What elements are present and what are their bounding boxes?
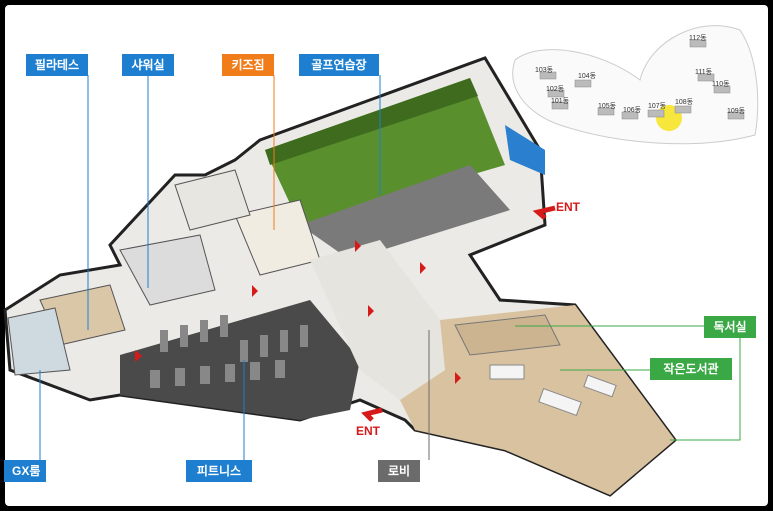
locker-room-floor <box>174 169 251 231</box>
minimap-label-104: 104동 <box>578 72 597 80</box>
minimap-label-102: 102동 <box>546 85 565 93</box>
label-pilates: 필라테스 <box>26 54 88 76</box>
label-reading-room: 독서실 <box>704 316 756 338</box>
gx-room-floor <box>7 307 71 376</box>
minimap-label-103: 103동 <box>535 66 554 74</box>
label-kids-gym: 키즈짐 <box>222 54 274 76</box>
label-golf: 골프연습장 <box>299 54 379 76</box>
golf-range-floor <box>265 78 505 225</box>
golf-range-backwall <box>265 78 478 165</box>
minimap-label-106: 106동 <box>623 106 642 114</box>
minimap-label-108: 108동 <box>675 98 694 106</box>
reading-room-floor <box>454 314 561 356</box>
ent-arrow-right <box>532 205 556 220</box>
label-shower: 샤워실 <box>122 54 174 76</box>
minimap-label-112: 112동 <box>689 34 707 42</box>
direction-markers <box>135 240 461 384</box>
label-gx-room: GX룸 <box>4 460 46 482</box>
entrance-label-bottom: ENT <box>356 424 380 438</box>
library-tables <box>489 364 617 417</box>
shower-room-floor <box>119 234 216 306</box>
minimap-label-107: 107동 <box>648 102 667 110</box>
minimap-label-109: 109동 <box>727 107 746 115</box>
lobby-floor <box>310 240 445 400</box>
label-fitness: 피트니스 <box>186 460 252 482</box>
golf-lounge <box>300 165 510 260</box>
entrance-label-right: ENT <box>556 200 580 214</box>
label-library: 작은도서관 <box>650 358 732 380</box>
minimap-label-111: 111동 <box>695 68 713 76</box>
ent-arrow-bottom <box>361 407 383 422</box>
label-lobby: 로비 <box>378 460 420 482</box>
minimap-label-105: 105동 <box>598 102 617 110</box>
golf-screen <box>505 125 545 175</box>
fitness-equipment <box>150 315 308 388</box>
minimap-label-101: 101동 <box>551 97 570 105</box>
leader-lines <box>39 75 381 460</box>
site-minimap: 103동 104동 102동 101동 105동 106동 107동 108동 … <box>512 25 759 145</box>
minimap-label-110: 110동 <box>712 80 730 88</box>
